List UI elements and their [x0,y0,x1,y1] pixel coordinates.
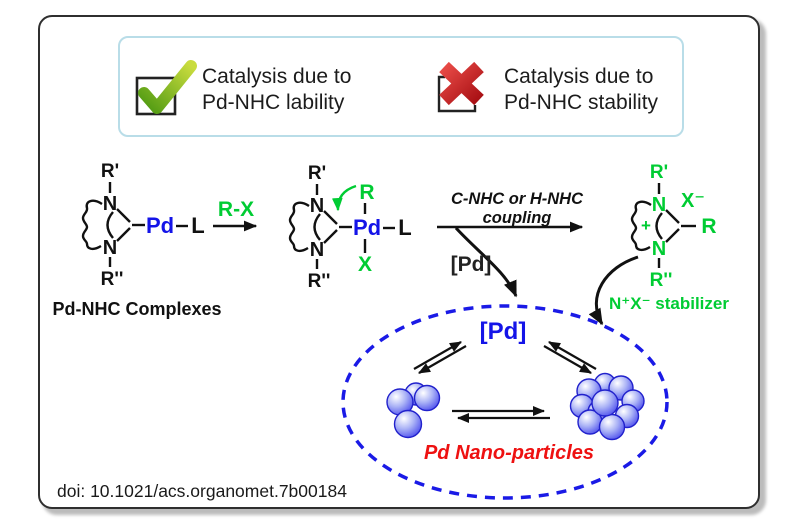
stability-text-line1: Catalysis due to [504,65,654,88]
legend-banner: Catalysis due to Pd-NHC lability Catalys… [118,36,684,137]
lability-text-line2: Pd-NHC lability [202,91,345,114]
checkbox-cross-icon [437,61,484,113]
legend-item-stability: Catalysis due to Pd-NHC stability [420,38,682,135]
lability-text-line1: Catalysis due to [202,65,352,88]
legend-item-lability: Catalysis due to Pd-NHC lability [120,38,400,135]
checkbox-checked-icon [135,60,197,116]
stability-text-line2: Pd-NHC stability [504,91,659,114]
